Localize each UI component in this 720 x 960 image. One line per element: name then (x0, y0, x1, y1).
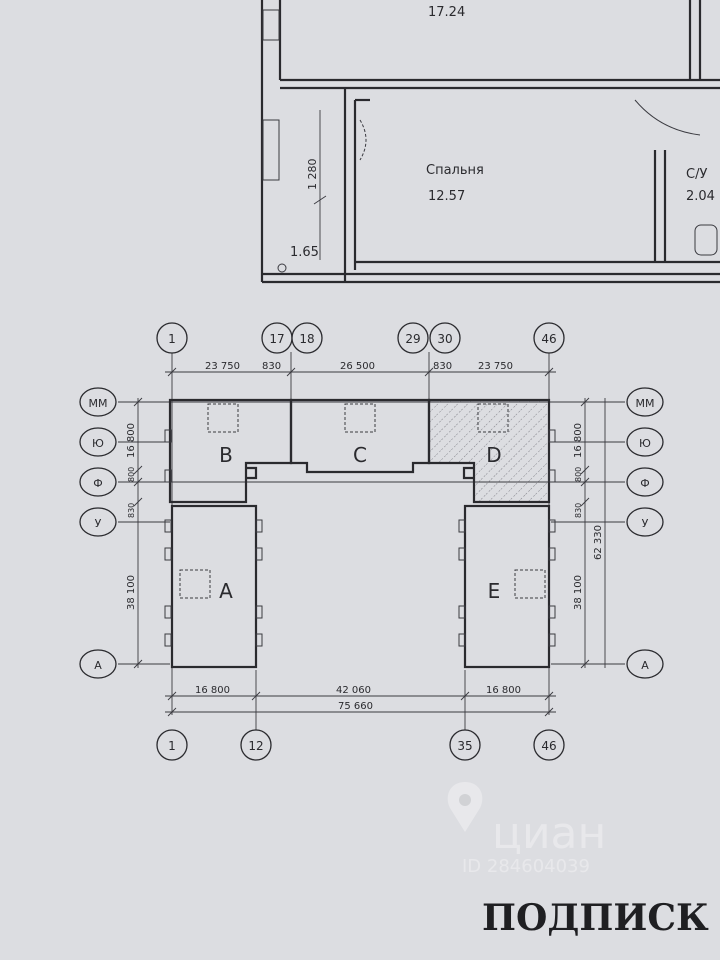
grid-top-1: 1 (156, 322, 188, 354)
block-label-b: B (219, 443, 233, 467)
block-d-outline (427, 398, 551, 504)
grid-top-18: 18 (291, 322, 323, 354)
grid-bottom-35: 35 (449, 729, 481, 761)
watermark-brand: циан (492, 808, 606, 859)
block-label-c: C (353, 443, 367, 467)
row-right-a: А (626, 649, 664, 679)
pin-icon (447, 782, 483, 832)
svg-text:12: 12 (248, 739, 263, 753)
svg-text:1: 1 (168, 739, 176, 753)
block-e-outline (463, 504, 551, 669)
row-right-yu: Ю (626, 427, 664, 457)
svg-text:ММ: ММ (89, 397, 108, 410)
row-left-mm: ММ (79, 387, 117, 417)
dim-bottom-3: 16 800 (486, 685, 521, 696)
svg-text:30: 30 (437, 332, 452, 346)
dim-top-1: 23 750 (205, 361, 240, 372)
balcony-area: 1.65 (290, 245, 319, 260)
grid-bottom-46: 46 (533, 729, 565, 761)
svg-text:У: У (642, 517, 649, 530)
dim-right-2: 800 (574, 467, 583, 482)
dim-top-2: 830 (262, 361, 281, 372)
dim-top-5: 23 750 (478, 361, 513, 372)
dim-bottom-2: 42 060 (336, 685, 371, 696)
svg-text:46: 46 (541, 332, 556, 346)
dim-top-4: 830 (433, 361, 452, 372)
grid-top-29: 29 (397, 322, 429, 354)
watermark-id: ID 284604039 (462, 856, 590, 877)
bedroom-area: 12.57 (428, 189, 465, 204)
grid-bottom-1: 1 (156, 729, 188, 761)
row-right-u: У (626, 507, 664, 537)
row-left-u: У (79, 507, 117, 537)
dim-total: 75 660 (338, 701, 373, 712)
grid-top-17: 17 (261, 322, 293, 354)
bedroom-label: Спальня (426, 163, 484, 178)
dim-right-1: 16 800 (573, 423, 584, 458)
row-right-mm: ММ (626, 387, 664, 417)
room-area-top: 17.24 (428, 5, 465, 20)
grid-bottom-12: 12 (240, 729, 272, 761)
caption: ПОДПИСК (482, 897, 709, 939)
bathroom-area: 2.04 (686, 189, 715, 204)
dim-left-3: 830 (127, 503, 136, 518)
block-label-e: E (488, 579, 501, 603)
svg-text:17: 17 (269, 332, 284, 346)
svg-text:46: 46 (541, 739, 556, 753)
apartment-plan: 17.24 Спальня 12.57 С/У 2.04 1.65 1 280 (260, 0, 720, 284)
row-left-f: Ф (79, 467, 117, 497)
svg-text:Ю: Ю (639, 437, 651, 450)
site-plan: 23 750 830 26 500 830 23 750 1 17 18 29 … (79, 322, 664, 761)
svg-text:ММ: ММ (636, 397, 655, 410)
svg-text:18: 18 (299, 332, 314, 346)
block-label-a: A (219, 579, 233, 603)
dim-right-3: 830 (574, 503, 583, 518)
row-right-f: Ф (626, 467, 664, 497)
svg-text:А: А (641, 659, 649, 672)
block-label-d: D (486, 443, 501, 467)
svg-text:Ф: Ф (640, 477, 649, 490)
grid-top-46: 46 (533, 322, 565, 354)
svg-text:А: А (94, 659, 102, 672)
bathroom-label: С/У (686, 167, 707, 182)
row-left-a: А (79, 649, 117, 679)
svg-text:1: 1 (168, 332, 176, 346)
svg-text:29: 29 (405, 332, 420, 346)
block-d-hatch (429, 400, 549, 502)
dim-right-4: 38 100 (573, 575, 584, 610)
watermark: циан ID 284604039 (447, 782, 606, 877)
row-left-yu: Ю (79, 427, 117, 457)
dim-right-total: 62 330 (593, 525, 604, 560)
dim-bottom-1: 16 800 (195, 685, 230, 696)
balcony-dim: 1 280 (306, 159, 319, 191)
dim-top-3: 26 500 (340, 361, 375, 372)
svg-text:У: У (95, 517, 102, 530)
dim-left-4: 38 100 (126, 575, 137, 610)
svg-text:35: 35 (457, 739, 472, 753)
svg-text:Ю: Ю (92, 437, 104, 450)
dim-left-2: 800 (127, 467, 136, 482)
block-a-outline (170, 504, 258, 669)
dim-left-1: 16 800 (126, 423, 137, 458)
grid-top-30: 30 (429, 322, 461, 354)
svg-text:Ф: Ф (93, 477, 102, 490)
